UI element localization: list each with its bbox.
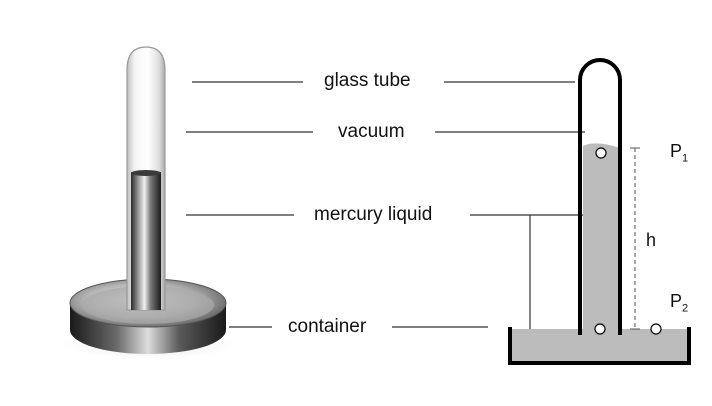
label-container: container: [288, 316, 367, 337]
point-p1: [595, 147, 607, 159]
label-p2: P2: [670, 291, 689, 315]
mercury-column-left: [131, 172, 161, 310]
schematic-container: [508, 327, 691, 365]
schematic-tube: [578, 58, 622, 335]
barometer-schematic: [508, 58, 691, 365]
mercury-meniscus-left: [131, 170, 161, 176]
label-mercury-liquid: mercury liquid: [314, 204, 433, 225]
label-vacuum: vacuum: [338, 121, 405, 142]
label-glass-tube: glass tube: [324, 70, 411, 91]
tube-mercury: [583, 143, 620, 340]
barometer-illustration: [55, 46, 245, 361]
point-tube-bottom: [594, 323, 606, 335]
point-p2: [650, 323, 662, 335]
label-p1: P1: [670, 141, 689, 165]
label-h: h: [646, 230, 657, 250]
